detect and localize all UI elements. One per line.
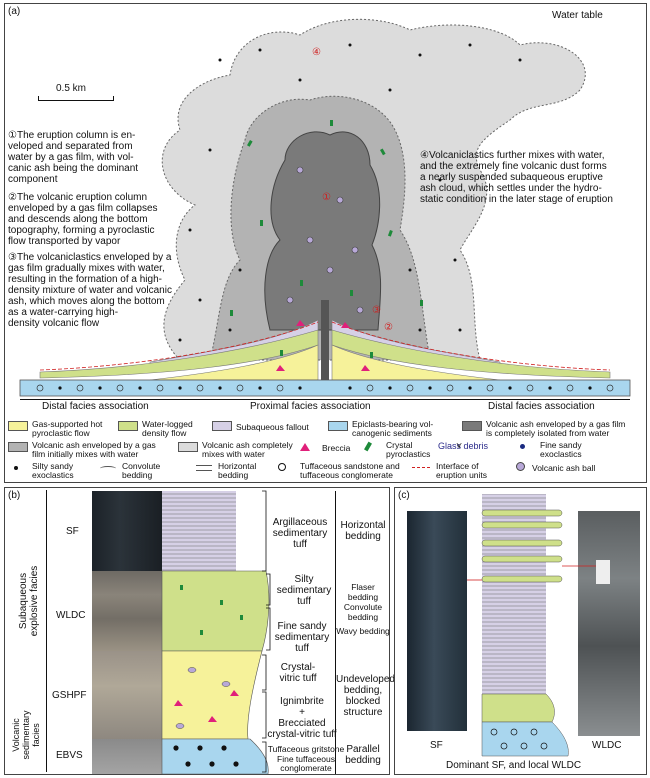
legend-complete-mix: Volcanic ash completely mixes with water — [202, 440, 293, 459]
legend-hot-flow: Gas-supported hot pyroclastic flow — [32, 419, 103, 438]
core-photo-wldc-large — [578, 511, 640, 736]
structure-divider — [335, 491, 336, 774]
struct-flaser: Flaser bedding — [347, 582, 379, 602]
legend-swatch-fallout — [212, 421, 232, 431]
interface-icon — [412, 467, 430, 468]
struct-parallel: Parallel bedding — [345, 744, 381, 766]
note-1: ①The eruption column is en- veloped and … — [8, 130, 139, 185]
facies-bracket — [46, 490, 53, 772]
note-4: ④Volcaniclastics further mixes with wate… — [420, 150, 613, 205]
panel-c-sf-label: SF — [430, 740, 443, 751]
core-photo-sf-large — [407, 511, 467, 731]
legend-crystal: Crystal pyroclastics — [386, 440, 431, 459]
panel-c — [394, 487, 647, 775]
facies-group-subaqueous: Subaqueous explosive facies — [18, 565, 40, 637]
convolute-icon — [100, 466, 116, 471]
legend-isolated: Volcanic ash enveloped by a gas film is … — [486, 419, 626, 438]
unit-wldc: WLDC — [56, 610, 86, 621]
lith-ignimbrite: Ignimbrite + Brecciated crystal-vitric t… — [267, 696, 337, 740]
legend-interface: Interface of eruption units — [436, 461, 488, 480]
unit-ebvs: EBVS — [56, 750, 83, 761]
panel-b-label: (b) — [8, 490, 21, 501]
facies-distal-right: Distal facies association — [488, 401, 595, 412]
lith-silty: Silty sedimentary tuff — [276, 574, 332, 607]
legend-horizontal: Horizontal bedding — [218, 461, 257, 480]
ash-balls — [286, 166, 364, 314]
struct-undeveloped: Undeveloped bedding, blocked structure — [336, 674, 395, 718]
facies-proximal: Proximal facies association — [250, 401, 371, 412]
legend-fine-sandy: Fine sandy exoclastics — [540, 440, 582, 459]
silty-icon — [14, 466, 18, 470]
unit-gshpf: GSHPF — [52, 690, 87, 701]
legend-initial-mix: Volcanic ash enveloped by a gas film ini… — [32, 440, 156, 459]
circle-label-4: ④ — [312, 47, 321, 58]
panel-c-wldc-label: WLDC — [592, 740, 622, 751]
lith-crystal-vitric: Crystal- vitric tuff — [279, 662, 317, 684]
core-photo-wldc — [92, 571, 162, 651]
core-photo-sf — [92, 491, 162, 571]
legend-breccia: Breccia — [322, 443, 351, 453]
panel-c-caption: Dominant SF, and local WLDC — [446, 760, 582, 771]
breccia-marks — [276, 320, 370, 371]
struct-horizontal: Horizontal bedding — [340, 520, 386, 542]
sample-label-patch — [596, 560, 610, 584]
facies-axis — [20, 399, 630, 400]
core-photo-gshpf — [92, 651, 162, 739]
lith-gritstone: Tuffaceous gritstone Fine tuffaceous con… — [267, 744, 345, 773]
facies-group-volcanic: Volcanic sedimentary facies — [11, 710, 41, 760]
pyroclastic-flow — [149, 344, 319, 381]
ash-ball-icon — [516, 462, 525, 471]
lith-argillaceous: Argillaceous sedimentary tuff — [272, 517, 328, 550]
struct-wavy: Wavy bedding — [336, 626, 390, 636]
horizontal-icon — [196, 465, 212, 471]
legend-swatch-isolated — [462, 421, 482, 431]
scale-bar — [38, 96, 114, 101]
legend-silty: Silty sandy exoclastics — [32, 461, 74, 480]
legend-glass: ⋎ — [456, 440, 463, 450]
fine-sandy-icon — [520, 444, 525, 449]
eruption-column-core — [264, 131, 382, 331]
legend-tuffaceous: Tuffaceous sandstone and tuffaceous cong… — [300, 461, 400, 480]
breccia-icon — [300, 443, 310, 451]
circle-label-1: ① — [322, 192, 331, 203]
panel-b — [4, 487, 390, 775]
facies-distal-left: Distal facies association — [42, 401, 149, 412]
panel-a-label: (a) — [8, 6, 21, 17]
lith-fine-sandy: Fine sandy sedimentary tuff — [274, 621, 330, 654]
legend-water-flow: Water-logged density flow — [142, 419, 193, 438]
glass-debris-icon: Glass debris — [438, 441, 489, 451]
legend-convolute: Convolute bedding — [122, 461, 161, 480]
unit-sf: SF — [66, 526, 79, 537]
tuffaceous-icon — [278, 463, 286, 471]
eruption-interface-line — [39, 321, 611, 371]
water-table-label: Water table — [552, 10, 603, 21]
eruption-diagram — [19, 18, 631, 397]
legend-ash-ball: Volcanic ash ball — [532, 463, 596, 473]
legend-swatch-complete-mix — [178, 442, 198, 452]
legend-fallout: Subaqueous fallout — [236, 422, 309, 432]
core-photo-ebvs — [92, 739, 162, 774]
legend-swatch-epiclasts — [328, 421, 348, 431]
panel-a — [4, 3, 647, 483]
circle-label-3: ③ — [372, 305, 381, 316]
central-vent — [321, 300, 329, 380]
note-2: ②The volcanic eruption column enveloped … — [8, 192, 158, 247]
epiclastic-layer — [19, 379, 631, 397]
legend-swatch-water-flow — [118, 421, 138, 431]
circle-label-2: ② — [384, 322, 393, 333]
struct-convolute: Convolute bedding — [343, 602, 383, 622]
panel-c-label: (c) — [398, 490, 410, 501]
scale-label: 0.5 km — [56, 83, 87, 94]
crystal-pyroclastics — [230, 120, 423, 358]
legend-epiclasts: Epiclasts-bearing vol- canogenic sedimen… — [352, 419, 434, 438]
note-3: ③The volcaniclastics enveloped by a gas … — [8, 252, 172, 329]
silty-dots — [178, 43, 522, 342]
legend-swatch-hot-flow — [8, 421, 28, 431]
legend-swatch-initial-mix — [8, 442, 28, 452]
pyroclastic-flow — [331, 344, 501, 381]
